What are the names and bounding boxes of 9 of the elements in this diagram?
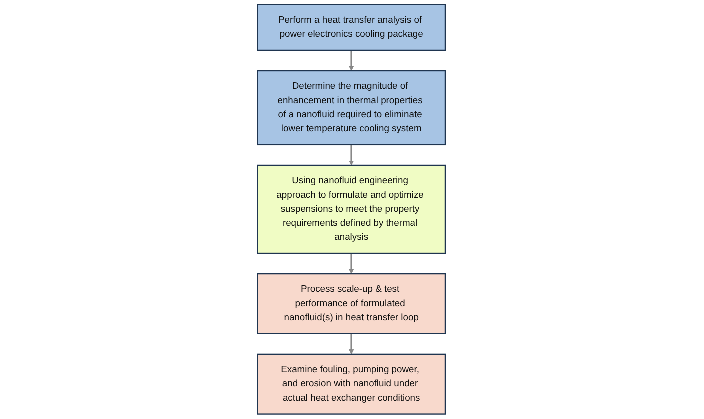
node-box: Determine the magnitude of enhancement in thermal properties of a nanofluid required to eliminate lower temperature cooling system bbox=[258, 70, 446, 146]
node-box: Examine fouling, pumping power, and erosion with nanofluid under actual heat exchanger conditions bbox=[258, 354, 446, 415]
arrow bbox=[349, 144, 355, 166]
node-box: Process scale-up & test performance of formulated nanofluid(s) in heat transfer loop bbox=[258, 273, 446, 334]
arrow bbox=[349, 254, 355, 274]
arrow bbox=[349, 334, 355, 355]
node-box: Perform a heat transfer analysis of power electronics cooling package bbox=[258, 4, 446, 52]
arrow bbox=[349, 50, 355, 72]
node-box: Using nanofluid engineering approach to formulate and optimize suspensions to meet the property requirements defined by thermal analysis bbox=[258, 164, 446, 254]
